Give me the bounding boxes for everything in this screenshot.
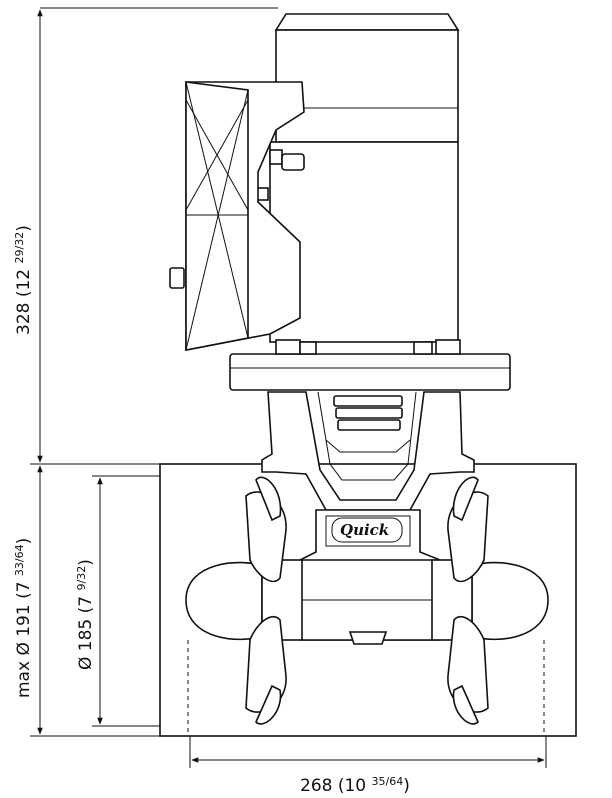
control-box xyxy=(169,81,305,351)
diameter-dimension: Ø 185 (7 9/32) xyxy=(75,475,160,727)
width-dimension: 268 (10 35/64) xyxy=(189,736,547,796)
max-diameter-dimension-label: max Ø 191 (7 33/64) xyxy=(13,538,34,698)
max-diameter-dimension: max Ø 191 (7 33/64) xyxy=(13,465,160,737)
left-propeller xyxy=(185,476,303,725)
diameter-dimension-label: Ø 185 (7 9/32) xyxy=(75,559,96,670)
brand-logo: Quick xyxy=(331,517,403,543)
mounting-flange xyxy=(229,339,511,391)
height-dimension-label: 328 (12 29/32) xyxy=(13,225,34,335)
motor xyxy=(253,13,460,343)
width-dimension-label: 268 (10 35/64) xyxy=(300,775,410,796)
brand-logo-text: Quick xyxy=(340,521,389,539)
gear-housing xyxy=(299,559,437,645)
height-dimension: 328 (12 29/32) xyxy=(13,7,278,465)
right-propeller xyxy=(431,476,549,725)
